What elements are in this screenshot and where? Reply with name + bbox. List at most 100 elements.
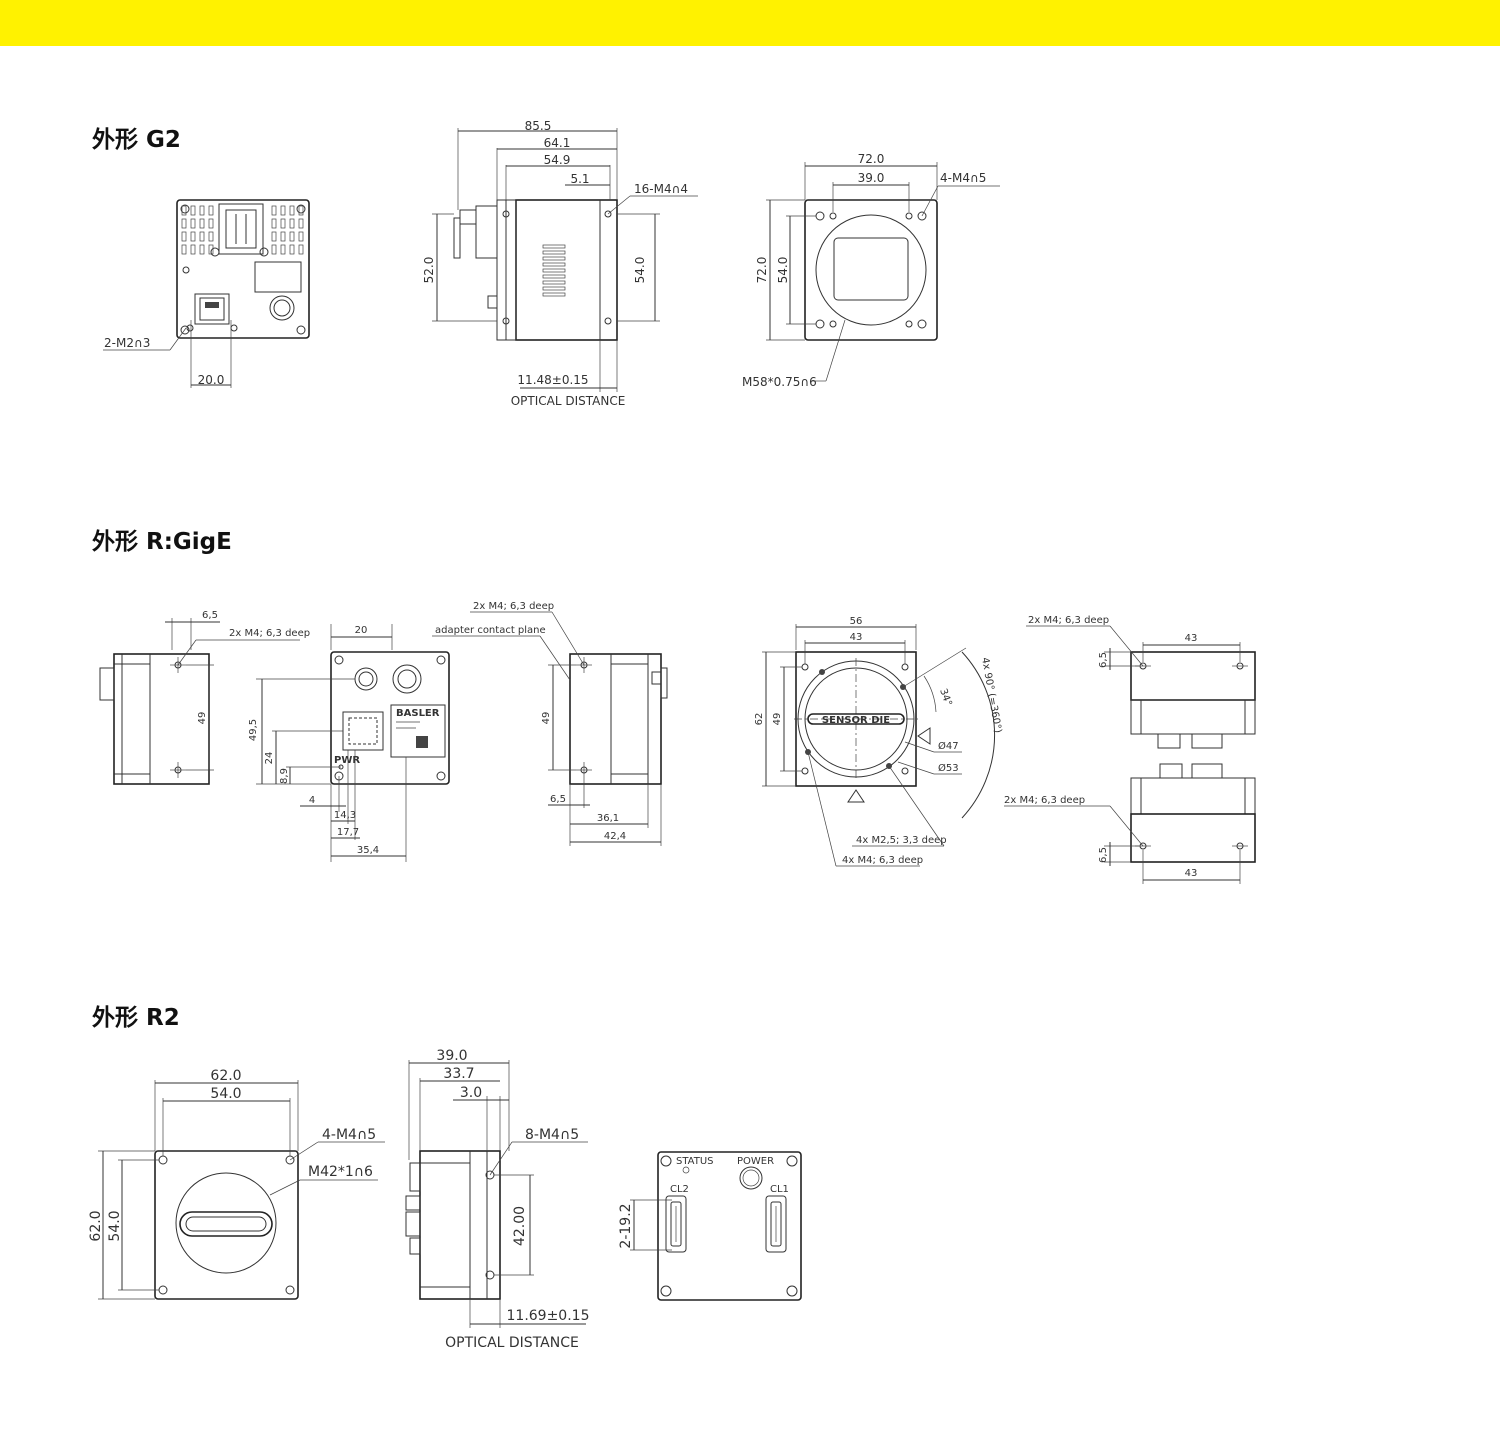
- vent-slot: [542, 292, 566, 297]
- dim-rgige-right-424: 42,4: [604, 831, 626, 842]
- vent-slot: [542, 268, 566, 273]
- dim-r2-front-620h: 62.0: [88, 1210, 104, 1241]
- section-title-g2: 外形 G2: [92, 127, 181, 153]
- label-r2-cl2: CL2: [670, 1184, 689, 1195]
- heatsink-fin: [181, 231, 187, 242]
- label-r2-front-mount: M42*1∩6: [308, 1164, 373, 1180]
- heatsink-fin: [208, 218, 214, 229]
- rgige-top-view: 43 2x M4; 6,3 deep 6,5: [1026, 615, 1256, 749]
- dim-r2-front-540h: 54.0: [107, 1210, 123, 1241]
- rgige-bottom-view: 43 2x M4; 6,3 deep 6,5: [1004, 763, 1256, 884]
- heatsink-fin: [181, 218, 187, 229]
- dim-rgige-top-65: 6,5: [1098, 652, 1109, 668]
- dim-rgige-bottom-43: 43: [1185, 868, 1198, 879]
- heatsink-fin: [289, 218, 295, 229]
- heatsink-fin: [199, 218, 205, 229]
- heatsink-fin: [289, 205, 295, 216]
- label-rgige-thread-m25: 4x M2,5; 3,3 deep: [856, 835, 947, 846]
- dim-rgige-left-49: 49: [197, 712, 208, 725]
- heatsink-fin: [271, 218, 277, 229]
- heatsink-fin: [190, 244, 196, 255]
- dim-rgige-front-43: 43: [850, 632, 863, 643]
- dim-rgige-back-143: 14,3: [334, 810, 356, 821]
- label-r2-cl1: CL1: [770, 1184, 789, 1195]
- heatsink-fin: [190, 218, 196, 229]
- dim-r2-side-390: 39.0: [436, 1048, 467, 1064]
- vent-slot: [542, 280, 566, 285]
- heatsink-fin: [298, 231, 304, 242]
- heatsink-fins: [181, 205, 304, 255]
- label-rgige-sensor-die: SENSOR DIE: [822, 715, 890, 726]
- vent-slot: [542, 256, 566, 261]
- heatsink-fin: [298, 218, 304, 229]
- label-rgige-adapter-plane: adapter contact plane: [435, 625, 546, 636]
- dim-g2-side-540: 54.0: [633, 257, 647, 284]
- rgige-back-view: BASLER PWR 20 49,5 24 8,9 4 14,3 17,7 35…: [248, 624, 450, 862]
- dim-rgige-back-4: 4: [309, 795, 315, 806]
- dim-g2-optical: 11.48±0.15: [517, 373, 588, 387]
- heatsink-fin: [271, 231, 277, 242]
- dim-rgige-front-56: 56: [850, 616, 863, 627]
- dim-g2-front-720h: 72.0: [755, 257, 769, 284]
- dim-r2-side-337: 33.7: [443, 1066, 474, 1082]
- label-r2-power: POWER: [737, 1156, 774, 1167]
- dim-g2-front-540: 54.0: [776, 257, 790, 284]
- heatsink-fin: [199, 244, 205, 255]
- dim-rgige-back-177: 17,7: [337, 827, 359, 838]
- dim-rgige-back-20: 20: [355, 625, 368, 636]
- dim-g2-side-641: 64.1: [544, 136, 571, 150]
- label-rgige-right-thread: 2x M4; 6,3 deep: [473, 601, 554, 612]
- heatsink-fin: [298, 205, 304, 216]
- heatsink-fin: [190, 205, 196, 216]
- dim-r2-optical: 11.69±0.15: [507, 1308, 590, 1324]
- dim-r2-side-4200: 42.00: [512, 1206, 528, 1246]
- label-g2-side-thread: 16-M4∩4: [634, 182, 688, 196]
- heatsink-fin: [208, 231, 214, 242]
- heatsink-fin: [181, 244, 187, 255]
- label-rgige-brand: BASLER: [396, 708, 440, 719]
- dim-rgige-back-495: 49,5: [248, 719, 259, 741]
- r2-back-view: STATUS POWER CL2 CL1 2-19.2: [618, 1151, 802, 1301]
- dim-rgige-right-65: 6,5: [550, 794, 566, 805]
- label-rgige-angle90: 4x 90° (=360°): [979, 657, 1003, 734]
- heatsink-fin: [271, 205, 277, 216]
- label-g2-front-thread: 4-M4∩5: [940, 171, 986, 185]
- dim-g2-back-width: 20.0: [198, 373, 225, 387]
- dim-rgige-back-89: 8,9: [279, 768, 290, 784]
- label-rgige-pwr: PWR: [334, 755, 360, 766]
- dim-rgige-left-65: 6,5: [202, 610, 218, 621]
- label-r2-status: STATUS: [676, 1156, 714, 1167]
- vent-slot: [542, 274, 566, 279]
- dim-g2-front-720w: 72.0: [858, 152, 885, 166]
- vent-slot: [542, 286, 566, 291]
- section-title-r-gige: 外形 R:GigE: [92, 529, 232, 555]
- dim-r2-back-pitch: 2-19.2: [618, 1203, 634, 1248]
- dim-rgige-top-43: 43: [1185, 633, 1198, 644]
- dim-r2-front-620w: 62.0: [210, 1068, 241, 1084]
- dim-rgige-front-62: 62: [754, 713, 765, 726]
- dim-rgige-right-49: 49: [541, 712, 552, 725]
- heatsink-fin: [280, 231, 286, 242]
- vent-slots: [542, 244, 566, 297]
- heatsink-fin: [271, 244, 277, 255]
- heatsink-fin: [298, 244, 304, 255]
- label-rgige-thread-m4: 4x M4; 6,3 deep: [842, 855, 923, 866]
- top-accent-bar: [0, 0, 1500, 46]
- label-g2-optical-distance: OPTICAL DISTANCE: [511, 394, 626, 408]
- dim-rgige-bottom-65: 6,5: [1098, 847, 1109, 863]
- label-rgige-d53: Ø53: [938, 762, 959, 774]
- dim-rgige-back-354: 35,4: [357, 845, 379, 856]
- r2-side-view: 39.0 33.7 3.0 8-M4∩5 42.00 11.69±0.15 OP…: [405, 1048, 590, 1351]
- heatsink-fin: [280, 244, 286, 255]
- dim-g2-side-549: 54.9: [544, 153, 571, 167]
- dim-rgige-right-361: 36,1: [597, 813, 619, 824]
- heatsink-fin: [208, 205, 214, 216]
- g2-side-view: 85.5 64.1 54.9 5.1 16-M4∩4 52.0 54.0 11.…: [422, 119, 698, 408]
- dim-rgige-back-24: 24: [264, 752, 275, 765]
- heatsink-fin: [280, 218, 286, 229]
- rgige-side-right-view: 2x M4; 6,3 deep adapter contact plane 49…: [432, 601, 668, 846]
- label-rgige-top-thread: 2x M4; 6,3 deep: [1028, 615, 1109, 626]
- dim-g2-side-51: 5.1: [570, 172, 589, 186]
- g2-back-view: 20.0 2-M2∩3: [103, 199, 310, 388]
